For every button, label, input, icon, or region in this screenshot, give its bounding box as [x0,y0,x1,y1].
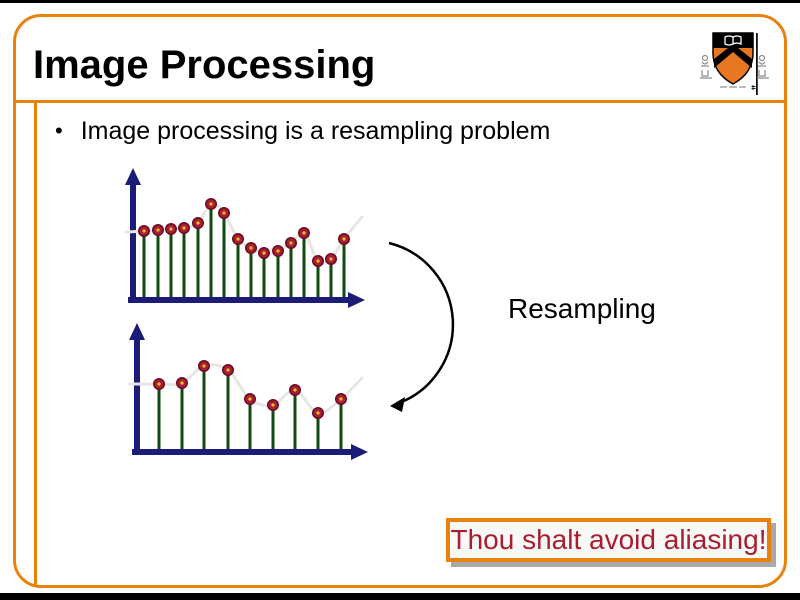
sample-dot-center [276,249,280,253]
stem-plot-original-signal [124,168,365,308]
top-border-bar [0,0,800,3]
logo-divider-line [756,33,758,95]
shield-icon [712,32,754,85]
title-divider-line [13,100,787,103]
sample-dot-center [262,251,266,255]
sample-dot-center [142,229,146,233]
sample-dot-center [226,368,230,372]
sample-dot-center [156,228,160,232]
sample-dot-center [302,231,306,235]
bullet-text: Image processing is a resampling problem [80,117,551,145]
princeton-shield-logo [700,32,769,95]
y-axis-arrowhead [129,323,145,340]
x-axis-arrowhead [348,292,365,308]
sample-dot-center [196,221,200,225]
x-axis-arrowhead [351,444,368,460]
sample-dot-center [249,246,253,250]
sample-dot-center [293,388,297,392]
reconstruction-curve [127,363,364,415]
resampling-label: Resampling [508,293,656,324]
sample-dot-center [180,381,184,385]
logo-motto-marks [720,85,756,90]
bullet-item: • Image processing is a resampling probl… [55,114,675,148]
aliasing-warning-box: Thou shalt avoid aliasing! [446,518,771,562]
sample-dot-center [316,259,320,263]
y-axis-arrowhead [125,168,141,185]
resampling-arrow [388,241,455,405]
logo-right-supporter [757,54,769,79]
sample-dot-center [329,257,333,261]
bottom-border-bar [0,593,800,600]
left-margin-line [34,103,37,587]
book-icon [724,35,742,46]
sample-dot-center [222,211,226,215]
sample-dot-center [182,226,186,230]
stem-plot-resampled-signal [127,323,368,460]
sample-dot-center [271,403,275,407]
logo-left-supporter [700,54,712,79]
page-title: Image Processing [33,43,376,87]
sample-dot-center [157,382,161,386]
sample-dot-center [169,227,173,231]
sample-dot-center [339,397,343,401]
sample-dot-center [289,241,293,245]
sample-dot-center [342,237,346,241]
sample-dot-center [236,237,240,241]
aliasing-warning-text: Thou shalt avoid aliasing! [450,524,767,555]
sample-dot-center [316,411,320,415]
resampling-arrow-head [390,397,405,412]
sample-dot-center [209,202,213,206]
sample-dot-center [248,397,252,401]
sample-dot-center [202,364,206,368]
slide-frame [13,14,787,588]
bullet-marker: • [55,118,63,143]
